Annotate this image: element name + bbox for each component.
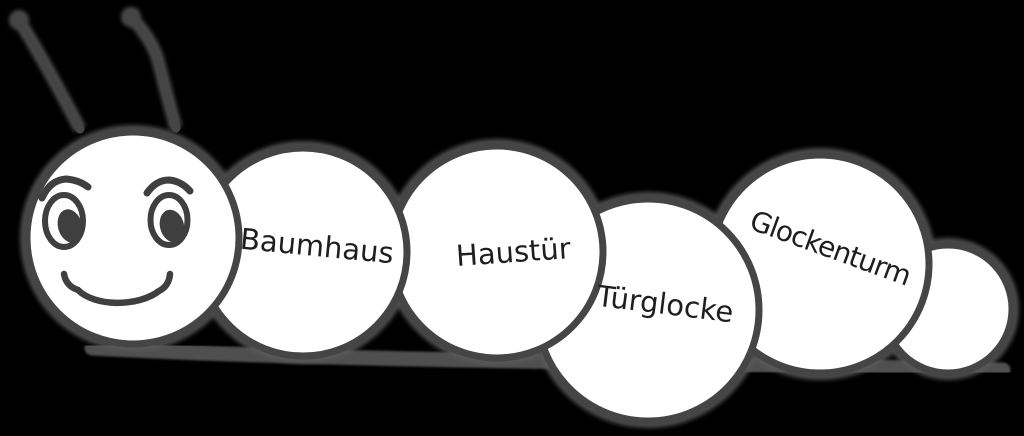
right-pupil-icon — [159, 209, 185, 243]
right-antenna-tip — [123, 9, 139, 25]
left-pupil-icon — [57, 209, 83, 243]
face — [38, 175, 194, 307]
right-antenna — [128, 14, 181, 133]
right-eyebrow-icon — [143, 176, 194, 197]
left-antenna-tip — [11, 12, 27, 28]
antennae — [11, 9, 181, 134]
left-eyebrow-icon — [38, 175, 92, 202]
smile-icon — [60, 270, 174, 307]
left-antenna — [15, 17, 85, 134]
segment-label-haustuer: Haustür — [455, 231, 572, 273]
